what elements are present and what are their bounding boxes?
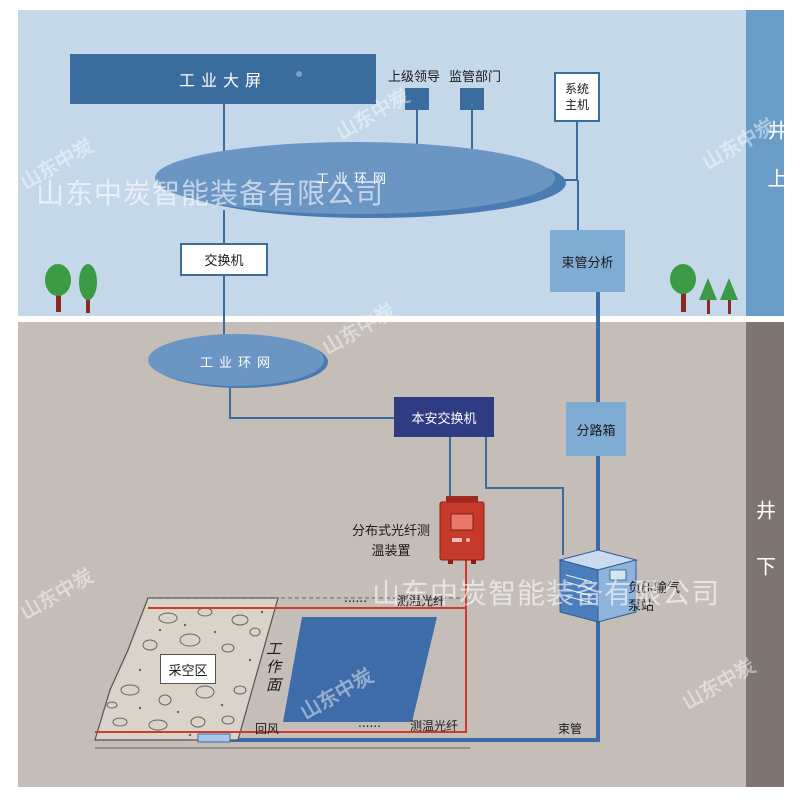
pump-station-icon [558,549,638,623]
industrial-big-screen: 工业大屏 [70,54,376,104]
switch-box: 交换机 [180,243,268,276]
supervision-label: 监管部门 [449,70,502,85]
return-air-label: 回风 [255,722,280,736]
workface-panel [283,617,437,722]
below-zone-label: 井下 [752,500,777,612]
temperature-fiber [95,560,467,733]
big-screen-label: 工业大屏 [178,71,267,90]
trees-left [45,264,97,313]
watermark-company-bottom: 山东中炭智能装备有限公司 [372,577,721,610]
safe-switch-label: 本安交换机 [411,411,477,427]
fiber-label-bottom: 测温光纤 [410,719,459,733]
safe-switch-box: 本安交换机 [394,397,494,437]
tube-label: 束管 [558,722,583,736]
system-host: 系统主机 [554,72,600,122]
fiber-label-top: 测温光纤 [397,594,446,608]
ring-network-top [155,142,555,214]
branch-box: 分路箱 [566,402,626,456]
above-side-bar [746,10,784,316]
tube-analysis-box: 束管分析 [550,230,625,292]
fiber-device-icon [439,496,485,564]
pump-station-label: 负压输气泵站 [628,581,681,614]
fiber-dots-top: ...... [344,591,367,605]
below-side-bar [746,322,784,787]
system-host-label: 系统主机 [564,82,589,112]
goaf-label: 采空区 [168,663,208,679]
ring-network-label-above: 工业环网 [316,172,393,187]
goaf-label-box: 采空区 [160,654,216,684]
trees-right [670,264,738,314]
branch-box-label: 分路箱 [576,423,616,439]
leader-terminal-icon [405,88,429,110]
above-zone-label: 井上 [764,120,788,216]
screen-camera-dot [296,71,302,77]
leader-label: 上级领导 [388,70,441,85]
workface-label: 工作面 [266,640,282,694]
ring-network-label-below: 工业环网 [200,356,277,371]
switch-label: 交换机 [204,254,244,269]
watermark-company-top: 山东中炭智能装备有限公司 [36,177,385,210]
fiber-dots-bottom: ...... [358,716,381,730]
tube-analysis-label: 束管分析 [561,255,614,271]
fiber-device-label: 分布式光纤测温装置 [352,524,431,559]
supervision-terminal-icon [460,88,484,110]
